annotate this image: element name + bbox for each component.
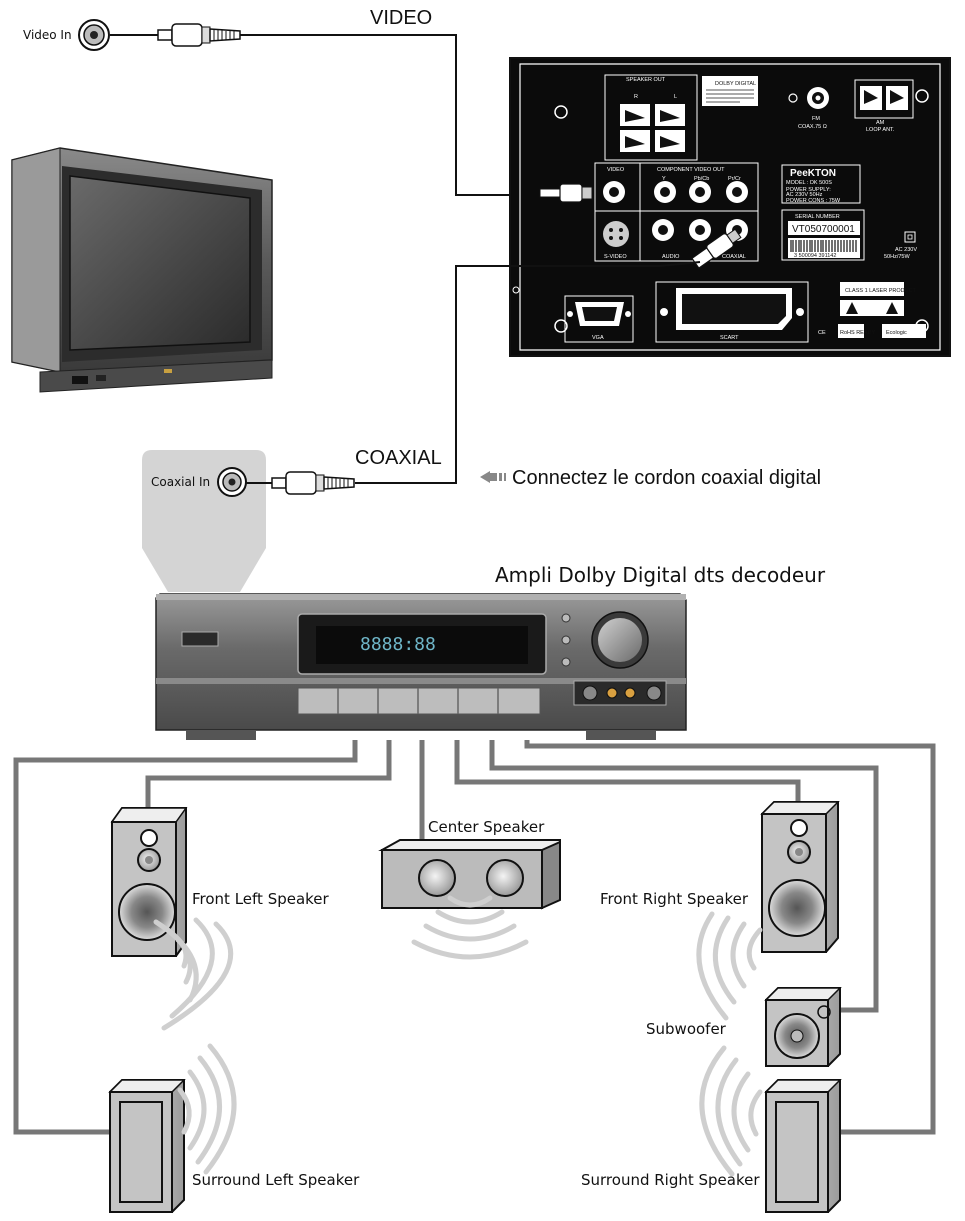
- front-right-speaker: [760, 801, 840, 953]
- ecologic-label: Ecologic: [886, 330, 907, 336]
- class-laser-label: CLASS 1 LASER PRODUCT: [845, 288, 917, 294]
- hz-side-label: 50Hz/75W: [884, 254, 910, 260]
- coaxial-rca-plug: [246, 471, 355, 495]
- amplifier-label: Ampli Dolby Digital dts decodeur: [495, 563, 826, 587]
- device-rear-panel: SPEAKER OUT R L DOLBY DIGITAL FM COAX.75…: [509, 57, 951, 357]
- amplifier-display-digits: 8888:88: [360, 634, 436, 655]
- power-supply-label: POWER SUPPLY:: [786, 187, 831, 193]
- subwoofer: [764, 987, 842, 1067]
- video-cable: [240, 34, 548, 196]
- panel-video-plug: [539, 183, 593, 203]
- center-sound-waves: [411, 895, 529, 960]
- front-right-sound-waves: [696, 911, 763, 1021]
- panel-video-label: VIDEO: [607, 167, 625, 173]
- instruction-text: Connectez le cordon coaxial digital: [512, 467, 821, 489]
- serial-title-label: SERIAL NUMBER: [795, 214, 840, 220]
- speaker-r-label: R: [634, 94, 638, 100]
- speaker-l-label: L: [674, 94, 677, 100]
- ac-side-label: AC 230V: [895, 247, 917, 253]
- ac-rating-label: AC 230V 50Hz: [786, 192, 823, 198]
- component-y-label: Y: [662, 176, 666, 182]
- television: [11, 147, 273, 393]
- audio-label: AUDIO: [662, 254, 680, 260]
- component-video-label: COMPONENT VIDEO OUT: [657, 167, 725, 173]
- surround-left-speaker-label: Surround Left Speaker: [192, 1171, 360, 1189]
- coaxial-cable-label: COAXIAL: [355, 447, 442, 469]
- rohs-label: RoHS READY: [840, 330, 875, 336]
- video-in-label: Video In: [23, 28, 72, 42]
- component-pb-label: Pb/Cb: [694, 176, 709, 182]
- video-cable-label: VIDEO: [370, 7, 432, 29]
- am-label: AM: [876, 120, 885, 126]
- amplifier: 8888:88: [155, 593, 687, 740]
- coaxial-in-jack: [217, 467, 247, 497]
- speaker-wiring: [13, 740, 936, 1135]
- surround-right-speaker-label: Surround Right Speaker: [581, 1171, 760, 1189]
- ce-mark: CE: [818, 330, 826, 336]
- instruction-arrow-icon: [480, 471, 506, 483]
- serial-number: VT050700001: [792, 224, 855, 235]
- scart-label: SCART: [720, 335, 739, 341]
- video-in-jack: [78, 19, 110, 51]
- front-right-speaker-label: Front Right Speaker: [600, 890, 749, 908]
- coaxial-in-label: Coaxial In: [151, 475, 210, 489]
- coaxial-cable: [355, 261, 701, 484]
- brand-label: PeeKTON: [790, 168, 836, 179]
- surround-left-sound-waves: [177, 1043, 237, 1175]
- vga-label: VGA: [592, 335, 604, 341]
- front-left-speaker-label: Front Left Speaker: [192, 890, 330, 908]
- component-pr-label: Pr/Cr: [728, 176, 741, 182]
- front-left-sound-waves: [153, 917, 234, 1031]
- video-rca-plug: [110, 23, 241, 47]
- s-video-label: S-VIDEO: [604, 254, 627, 260]
- surround-right-sound-waves: [699, 1045, 763, 1177]
- center-speaker: [378, 839, 561, 910]
- barcode-digits: 3 500094 391142: [794, 253, 836, 259]
- power-consumption-label: POWER CONS : 75W: [786, 198, 841, 204]
- loop-ant-label: LOOP ANT.: [866, 127, 895, 133]
- model-label: MODEL : DK 500S: [786, 180, 832, 186]
- coaxial-in-highlight: [142, 450, 266, 592]
- subwoofer-label: Subwoofer: [646, 1020, 727, 1038]
- panel-coaxial-label: COAXIAL: [722, 254, 746, 260]
- surround-right-speaker: [764, 1079, 842, 1213]
- center-speaker-label: Center Speaker: [428, 818, 545, 836]
- speaker-out-label: SPEAKER OUT: [626, 77, 666, 83]
- fm-label: FM: [812, 116, 820, 122]
- fm-coax-label: COAX.75 Ω: [798, 124, 827, 130]
- dolby-label: DOLBY DIGITAL: [715, 81, 756, 87]
- surround-left-speaker: [108, 1079, 186, 1213]
